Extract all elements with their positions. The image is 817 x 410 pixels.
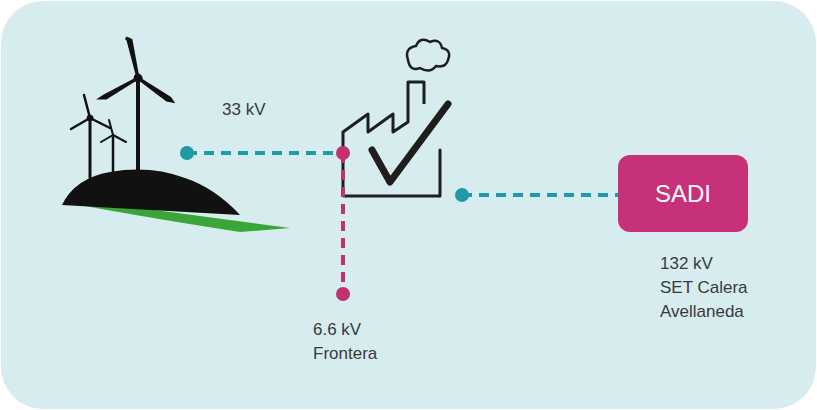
voltage-label: 132 kV SET Calera Avellaneda — [660, 252, 750, 323]
connection-dot — [336, 287, 350, 301]
line-to-sadi — [462, 193, 618, 197]
wind-farm-icon — [62, 38, 290, 232]
voltage-label: 33 kV — [222, 98, 265, 122]
line-frontera — [341, 153, 345, 294]
factory-icon — [343, 40, 449, 196]
voltage-label: 6.6 kV Frontera — [313, 318, 383, 366]
connection-dot — [180, 146, 194, 160]
node-label: SADI — [655, 180, 711, 208]
connection-dot — [336, 146, 350, 160]
grid-box: SADI — [618, 155, 748, 232]
power-lines — [180, 146, 618, 301]
line-33kv — [187, 151, 343, 155]
connection-dot — [455, 188, 469, 202]
